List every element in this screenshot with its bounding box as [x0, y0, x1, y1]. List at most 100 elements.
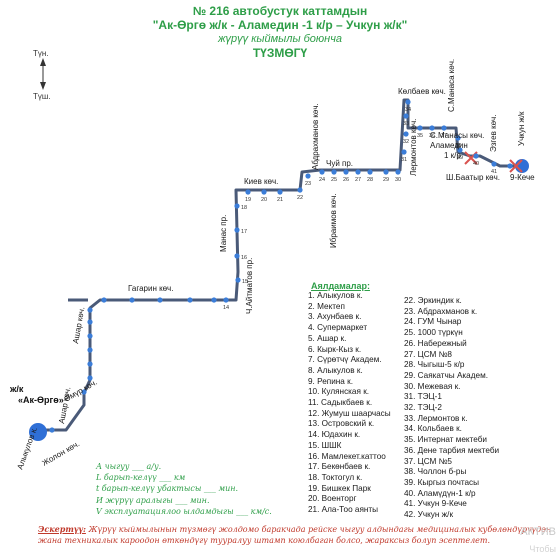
stop-dot	[417, 125, 423, 131]
street-kolbaev: Көлбаев көч.	[398, 87, 446, 96]
street-alykulov: Алыкулов к.	[15, 426, 39, 471]
stop-dot	[101, 297, 107, 303]
stop-dot	[355, 169, 361, 175]
stop-dot	[457, 147, 463, 153]
stop-number: 22	[297, 195, 303, 201]
street-jolon: Жолон көч.	[41, 439, 82, 468]
north-arrow-icon	[40, 58, 46, 66]
stop-dot	[403, 131, 409, 137]
stop-number: 15	[242, 279, 248, 285]
stop-number: 19	[245, 197, 251, 203]
footnote-text: Жүрүү кыймылынын түзмөгү жолдомо баракча…	[38, 525, 552, 545]
stop-number: 21	[277, 197, 283, 203]
stop-dot	[441, 125, 447, 131]
street-ashar-1: Ашар көч.	[71, 306, 86, 344]
stop-number: 26	[343, 177, 349, 183]
stop-list-item: 26. Набережный	[404, 338, 467, 348]
stop-dot	[87, 333, 93, 339]
stop-list-item: 13. Островский к.	[308, 419, 375, 429]
terminal-start-label: ж/к «Ак-Өргө»	[9, 384, 64, 405]
stop-list-item: 14. Юдахин к.	[308, 430, 361, 440]
street-manas: Манас пр.	[219, 215, 228, 252]
stop-list-item: 34. Кольбаев к.	[404, 424, 462, 434]
stop-number: 28	[367, 177, 373, 183]
stop-dot	[261, 189, 267, 195]
stop-dot	[234, 203, 240, 209]
stop-list-item: 7. Сүрөтчү Академ.	[308, 355, 382, 365]
stop-number: 34	[405, 107, 411, 113]
legend-time: t барып-келүү убактысы ___ мин.	[96, 484, 239, 494]
stop-dot	[473, 153, 479, 159]
stop-dot	[234, 227, 240, 233]
stop-list-item: 16. Мамлекет.каттоо	[308, 451, 386, 461]
stop-dot	[49, 427, 55, 433]
stop-dot	[491, 161, 497, 167]
stop-list-item: 15. ШШК	[308, 440, 342, 450]
street-uchkun: Учкун ж/к	[517, 111, 526, 146]
stop-list-item: 1. Алыкулов к.	[308, 291, 363, 300]
stop-list-item: 22. Эркиндик к.	[404, 296, 462, 305]
stop-list-item: 12. Жумуш шаарчасы	[308, 408, 391, 418]
stop-list-item: 9. Репина к.	[308, 376, 353, 386]
stop-number: 20	[261, 197, 267, 203]
stop-list-item: 36. Дене тарбия мектеби	[404, 445, 500, 455]
footnote-label: Эскертүү:	[38, 524, 86, 534]
stops-title: Аялдамалар:	[311, 281, 370, 291]
stop-list-item: 23. Абдрахманов к.	[404, 306, 478, 316]
stop-list-item: 32. ТЭЦ-2	[404, 403, 442, 413]
street-manasy: С.Манасы көч.	[430, 131, 484, 140]
stop-dot	[157, 297, 163, 303]
stop-dot	[455, 135, 461, 141]
stop-number: 14	[223, 305, 229, 311]
stop-list-item: 19. Бишкек Парк	[308, 483, 371, 493]
street-abdrakhmanov: Абдрахманов көч.	[311, 103, 320, 170]
stop-list-item: 4. Супермаркет	[308, 323, 368, 333]
stop-dot	[297, 187, 303, 193]
stop-list-item: 27. ЦСМ №8	[404, 349, 452, 359]
stop-dot	[383, 169, 389, 175]
stop-dot	[305, 173, 311, 179]
stop-list-item: 24. ГУМ Чынар	[404, 317, 462, 327]
stop-number: 38	[455, 143, 461, 149]
terminal-start-marker	[29, 423, 47, 441]
street-ezgev: Эзгев көч.	[489, 115, 498, 152]
stop-list-item: 35. Интернат мектеби	[404, 435, 487, 445]
stop-dot	[395, 169, 401, 175]
street-chuy: Чуй пр.	[326, 159, 353, 168]
stop-list-item: 10. Кулянская к.	[308, 387, 370, 397]
stop-number: 35	[417, 133, 423, 139]
stop-dot	[331, 169, 337, 175]
stop-list-item: 37. ЦСМ №5	[404, 456, 452, 466]
stop-dot	[87, 361, 93, 367]
stop-list-item: 8. Алыкулов к.	[308, 365, 363, 375]
street-ashar-2: Ашар көч.	[57, 386, 72, 424]
legend-departure: А чыгуу ___ а/у.	[96, 462, 162, 471]
stop-dot	[87, 347, 93, 353]
stops-list-right: 22. Эркиндик к.23. Абдрахманов к.24. ГУМ…	[404, 296, 499, 521]
street-manasa: С.Манаса көч.	[447, 59, 456, 112]
title-line-4: ТҮЗМӨГҮ	[252, 46, 308, 60]
stop-dot	[87, 319, 93, 325]
stop-dot	[211, 297, 217, 303]
stop-list-item: 25. 1000 түркүн	[404, 328, 463, 338]
stop-dot	[223, 297, 229, 303]
stop-number: 32	[403, 139, 409, 145]
stop-number: 27	[355, 177, 361, 183]
title-line-3: жүрүү кыймылы боюнча	[217, 33, 343, 45]
street-ibraimov: Ибраимов көч.	[329, 194, 338, 248]
stop-dot	[235, 277, 241, 283]
stop-dot	[87, 375, 93, 381]
compass: Түн. Түш.	[33, 49, 51, 101]
stop-dot	[277, 189, 283, 195]
compass-north: Түн.	[33, 49, 49, 58]
street-aitmatov: Ч.Айтматов пр.	[245, 258, 254, 314]
street-9-keche: 9-Кече	[510, 173, 535, 182]
stop-list-item: 42. Учкун ж/к	[404, 510, 454, 520]
stop-number: 16	[241, 255, 247, 261]
stop-dot	[343, 169, 349, 175]
stop-list-item: 41. Учкун 9-Кече	[404, 499, 467, 509]
stop-dot	[87, 307, 93, 313]
stop-list-item: 40. Аламүдүн-1 к/р	[404, 488, 476, 498]
